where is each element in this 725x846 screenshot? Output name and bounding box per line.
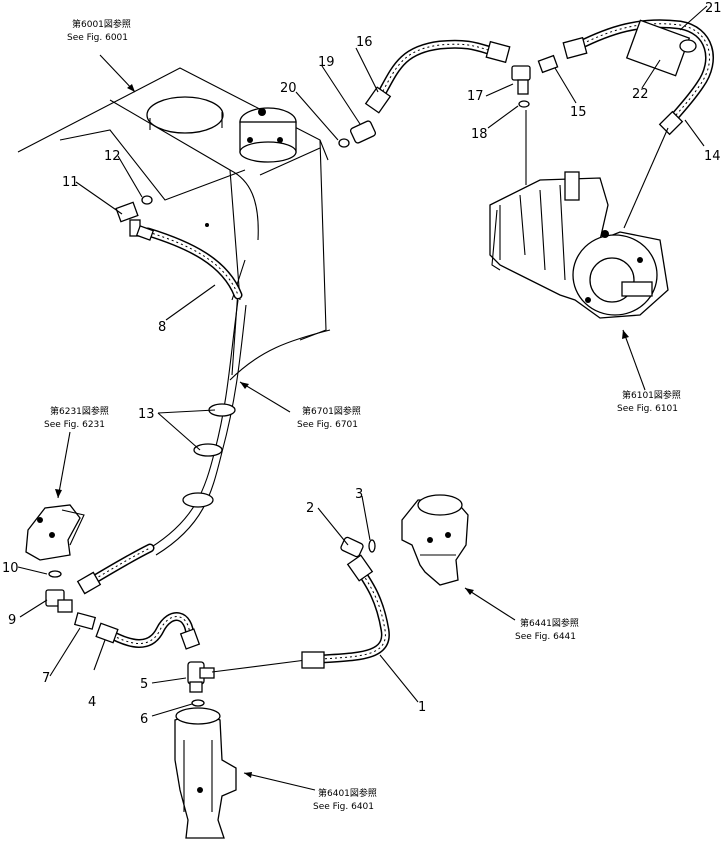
hose-16 (364, 39, 511, 114)
ref-6441-en: See Fig. 6441 (515, 632, 576, 642)
pump-assembly (489, 171, 669, 319)
o-ring-10 (48, 570, 62, 578)
reference-labels: 第6001図参照 See Fig. 6001 第6701図参照 See Fig.… (44, 18, 681, 812)
ref-6441-jp: 第6441図参照 (520, 617, 579, 629)
callout-7: 7 (42, 671, 50, 686)
callout-20: 20 (280, 81, 297, 96)
callout-2: 2 (306, 501, 314, 516)
callout-14: 14 (704, 149, 721, 164)
elbow-19 (349, 120, 377, 144)
reference-arrows (55, 54, 646, 791)
protector-22 (625, 19, 697, 77)
callout-18: 18 (471, 127, 488, 142)
ref-6231-en: See Fig. 6231 (44, 420, 105, 430)
callout-6: 6 (140, 712, 148, 727)
ref-6231-jp: 第6231図参照 (50, 405, 109, 417)
valve-6401 (174, 707, 237, 839)
elbow-17 (511, 65, 531, 95)
callout-9: 9 (8, 613, 16, 628)
callout-21: 21 (705, 1, 722, 16)
clamps-13 (182, 403, 236, 508)
callout-16: 16 (356, 35, 373, 50)
hydraulic-tank (17, 67, 331, 381)
ref-6701-jp: 第6701図参照 (302, 405, 361, 417)
callout-10: 10 (2, 561, 19, 576)
callout-22: 22 (632, 87, 649, 102)
callout-11: 11 (62, 175, 79, 190)
o-ring-20 (338, 138, 350, 148)
line-pump-14 (623, 127, 669, 229)
callout-17: 17 (467, 89, 484, 104)
o-ring-18 (518, 100, 530, 108)
elbow-11 (115, 201, 155, 241)
callout-1: 1 (418, 700, 426, 715)
callout-15: 15 (570, 105, 587, 120)
callout-3: 3 (355, 487, 363, 502)
hose-14 (562, 19, 714, 136)
adapter-7 (73, 612, 97, 630)
tee-5 (187, 661, 215, 693)
o-ring-12 (141, 195, 153, 205)
callout-19: 19 (318, 55, 335, 70)
hose-upper-left (76, 543, 155, 595)
ref-6101-en: See Fig. 6101 (617, 404, 678, 414)
callout-4: 4 (88, 695, 96, 710)
o-ring-3 (368, 539, 376, 553)
callout-5: 5 (140, 677, 148, 692)
ref-6701-en: See Fig. 6701 (297, 420, 358, 430)
valve-6231 (25, 504, 85, 561)
adapter-15 (537, 54, 559, 74)
callout-12: 12 (104, 149, 121, 164)
elbow-9 (45, 589, 73, 613)
callout-13: 13 (138, 407, 155, 422)
callout-numbers: 1 2 3 4 5 6 7 8 9 10 11 12 13 14 15 16 1… (2, 1, 722, 727)
ref-6101-jp: 第6101図参照 (622, 389, 681, 401)
hose-1 (211, 554, 390, 673)
ref-6001-jp: 第6001図参照 (72, 18, 131, 30)
ref-6001-en: See Fig. 6001 (67, 33, 128, 43)
valve-6441 (401, 494, 469, 586)
callout-8: 8 (158, 320, 166, 335)
ref-6401-jp: 第6401図参照 (318, 787, 377, 799)
hose-4 (95, 612, 201, 650)
o-ring-6 (191, 699, 205, 707)
elbow-2 (340, 536, 364, 558)
leader-lines (17, 5, 708, 717)
ref-6401-en: See Fig. 6401 (313, 802, 374, 812)
